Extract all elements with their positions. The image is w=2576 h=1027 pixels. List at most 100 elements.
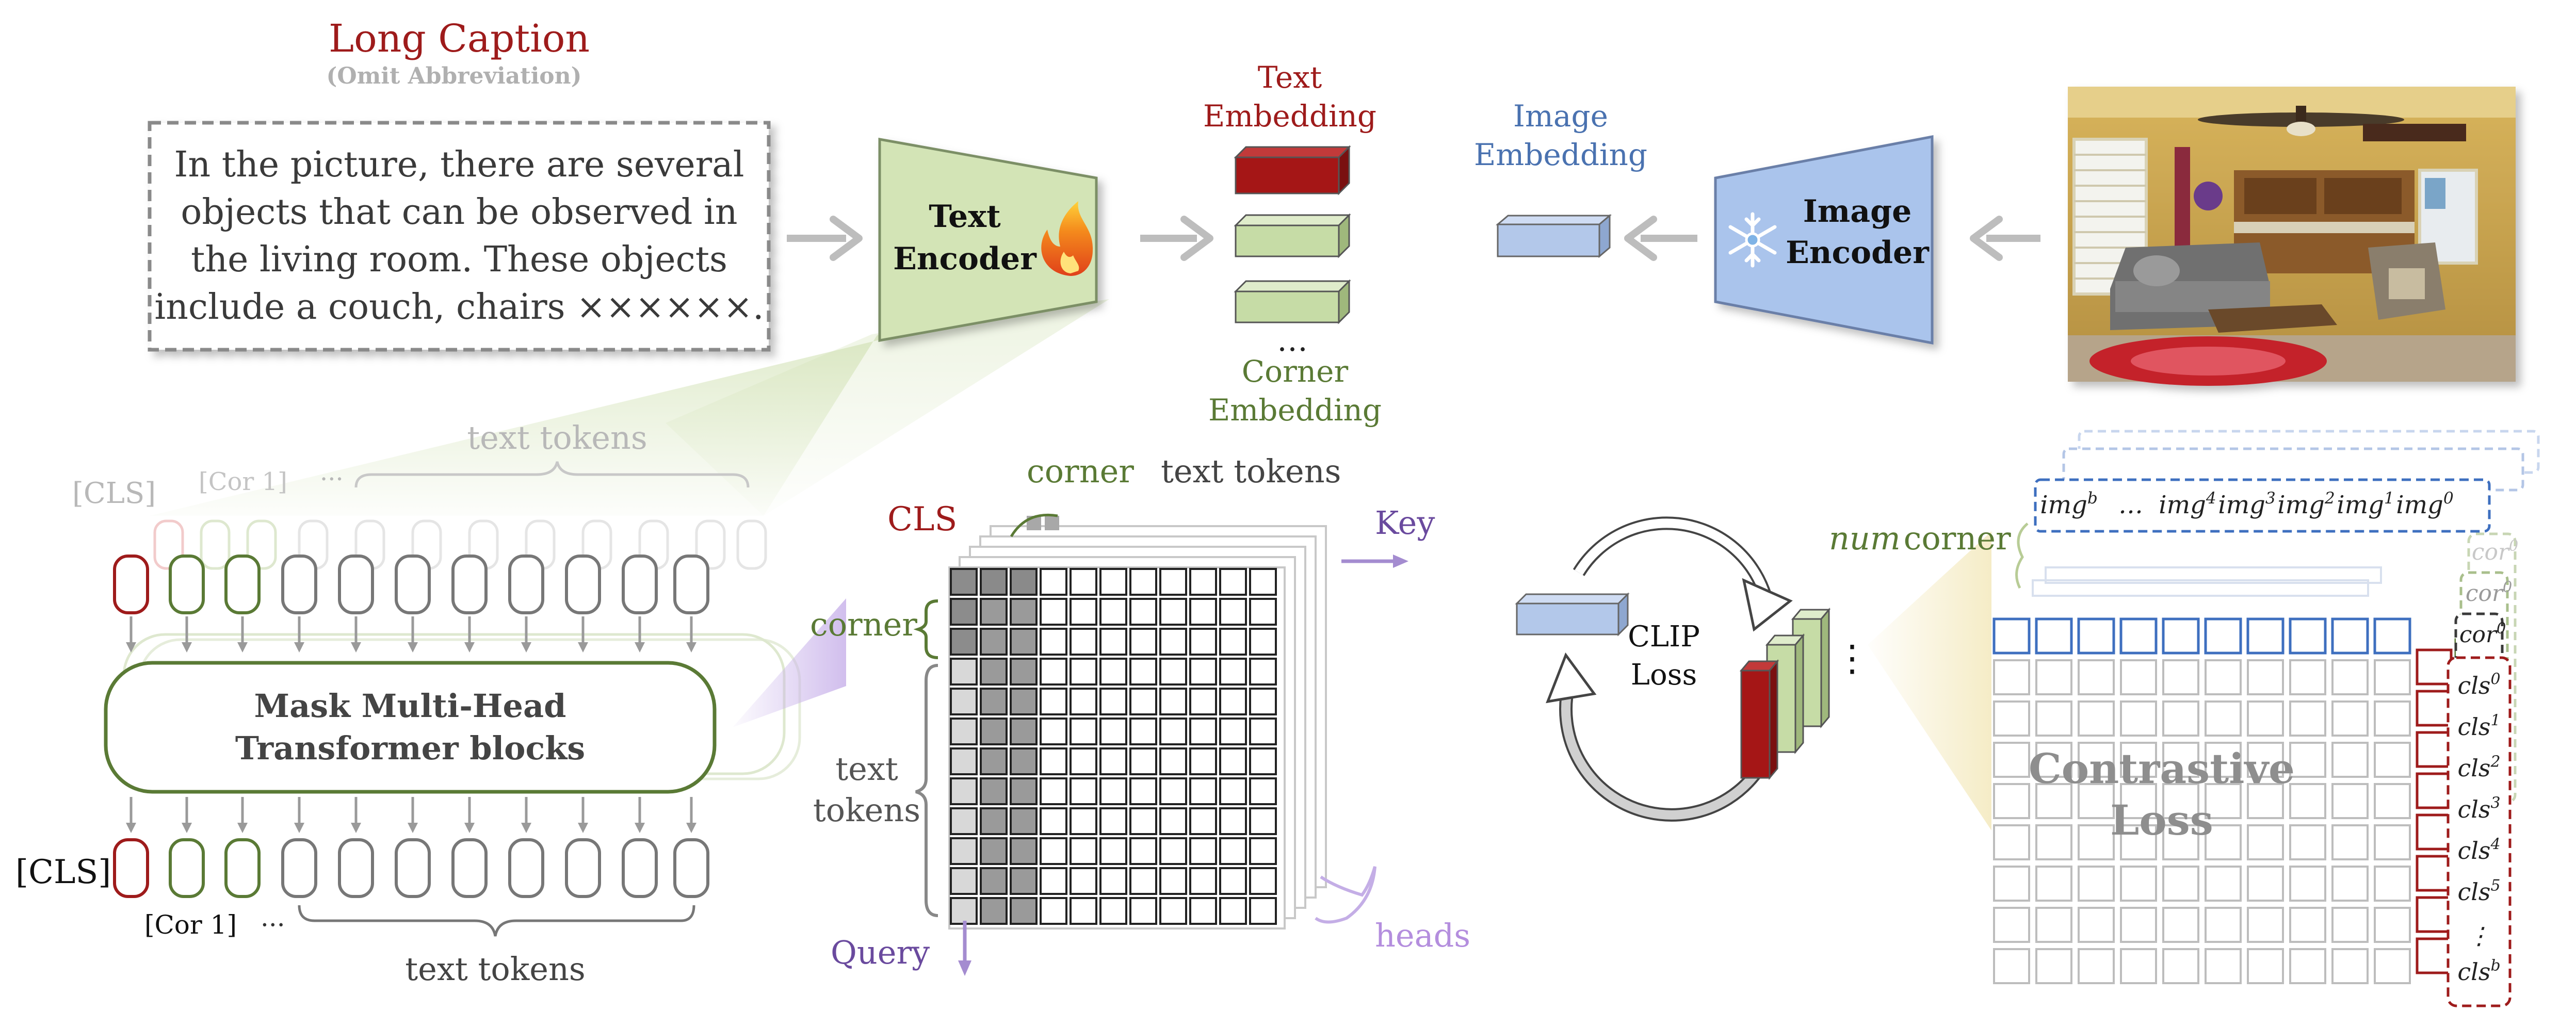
attention-cell bbox=[1159, 777, 1187, 805]
img-label: img3 bbox=[2218, 489, 2275, 519]
attention-cell bbox=[1189, 747, 1217, 775]
similarity-cell bbox=[2205, 824, 2242, 860]
bottom-cor-label: [Cor 1] bbox=[144, 910, 237, 940]
attention-cell bbox=[1040, 867, 1067, 895]
attention-cell bbox=[1010, 568, 1038, 596]
attention-cell bbox=[1099, 807, 1127, 835]
similarity-cell bbox=[2331, 948, 2369, 984]
clip-loss-label-1: CLIP bbox=[1628, 620, 1700, 654]
text-embedding-cell bbox=[2416, 731, 2453, 768]
img-embedding-cell bbox=[1992, 617, 2031, 655]
attention-cell bbox=[1159, 688, 1187, 715]
attention-cls-label: CLS bbox=[887, 500, 957, 539]
similarity-cell bbox=[2120, 907, 2157, 943]
similarity-cell bbox=[1993, 866, 2030, 902]
cor-label: cor0 bbox=[2466, 578, 2512, 607]
attention-cell bbox=[1189, 897, 1217, 925]
attention-cell bbox=[1040, 658, 1067, 686]
img-embedding-cell bbox=[2246, 617, 2285, 655]
cls-label: cls2 bbox=[2457, 753, 2500, 782]
attention-cell bbox=[1010, 897, 1038, 925]
attention-cell bbox=[1040, 897, 1067, 925]
attention-cell bbox=[1010, 747, 1038, 775]
similarity-cell bbox=[2120, 783, 2157, 819]
bottom-dots-label: ··· bbox=[261, 910, 285, 940]
attention-cell bbox=[1129, 867, 1157, 895]
attention-cell bbox=[950, 867, 978, 895]
attention-text-tokens-top-label: text tokens bbox=[1161, 452, 1341, 490]
similarity-cell bbox=[2247, 742, 2284, 778]
stacked-embeddings-dots: ⋮ bbox=[1834, 637, 1870, 679]
cls-label: cls0 bbox=[2457, 671, 2500, 699]
attention-cell bbox=[950, 747, 978, 775]
attention-cell bbox=[980, 628, 1008, 656]
attention-cell bbox=[950, 837, 978, 865]
top-cor-label: [Cor 1] bbox=[199, 467, 287, 496]
similarity-cell bbox=[2162, 866, 2199, 902]
similarity-cell bbox=[1993, 907, 2030, 943]
similarity-cell bbox=[2162, 700, 2199, 737]
transformer-panel: [CLS] [Cor 1] ··· text tokens bbox=[15, 419, 801, 988]
attention-cell bbox=[950, 777, 978, 805]
attention-cell bbox=[950, 718, 978, 745]
attention-cell bbox=[1099, 777, 1127, 805]
cls-label: cls3 bbox=[2457, 794, 2500, 823]
attention-cell bbox=[980, 747, 1008, 775]
attention-cell bbox=[1070, 568, 1097, 596]
long-caption: Long Caption (Omit Abbreviation) In the … bbox=[148, 17, 771, 352]
caption-subtitle: (Omit Abbreviation) bbox=[327, 63, 582, 89]
attention-cell bbox=[1249, 747, 1277, 775]
text-embedding-label-1: Text bbox=[1258, 60, 1322, 95]
attention-cell bbox=[950, 897, 978, 925]
attention-cell bbox=[1129, 747, 1157, 775]
attention-cell bbox=[950, 568, 978, 596]
text-embedding-cell bbox=[2416, 648, 2453, 686]
text-embedding-cell bbox=[2416, 772, 2453, 809]
attention-cell bbox=[1219, 897, 1247, 925]
similarity-cell bbox=[2247, 824, 2284, 860]
attention-cell bbox=[1249, 837, 1277, 865]
img-label: imgb bbox=[2040, 489, 2098, 519]
similarity-cell bbox=[2035, 700, 2072, 737]
similarity-cell bbox=[1993, 783, 2030, 819]
bottom-token-row bbox=[113, 838, 709, 898]
heads-brace bbox=[1315, 866, 1376, 924]
top-token-row bbox=[113, 555, 709, 614]
attention-cell bbox=[1040, 837, 1067, 865]
similarity-cell bbox=[2035, 907, 2072, 943]
caption-title: Long Caption bbox=[329, 17, 590, 61]
image-embedding-label-2: Embedding bbox=[1474, 137, 1647, 172]
similarity-cell bbox=[2331, 659, 2369, 695]
bottom-text-tokens-brace bbox=[298, 905, 695, 937]
caption-line-3: the living room. These objects bbox=[191, 239, 727, 280]
attention-cell bbox=[1159, 807, 1187, 835]
similarity-cell bbox=[2078, 866, 2115, 902]
attention-cell bbox=[1129, 688, 1157, 715]
similarity-cell bbox=[2078, 824, 2115, 860]
attention-cell bbox=[1070, 807, 1097, 835]
bottom-text-tokens-label: text tokens bbox=[405, 950, 585, 988]
attention-cell bbox=[950, 688, 978, 715]
similarity-cell bbox=[2035, 783, 2072, 819]
attention-cell bbox=[1040, 568, 1067, 596]
similarity-cell bbox=[2162, 948, 2199, 984]
attention-cell bbox=[1219, 658, 1247, 686]
contrastive-loss-label-2: Loss bbox=[2110, 796, 2213, 844]
attention-heads-label: heads bbox=[1375, 917, 1470, 954]
cor-label: cor0 bbox=[2459, 619, 2506, 648]
attention-cell bbox=[1219, 837, 1247, 865]
attention-cell bbox=[1189, 598, 1217, 626]
image-encoder: Image Encoder bbox=[1714, 135, 1934, 345]
attention-cell bbox=[980, 718, 1008, 745]
attention-cell bbox=[1070, 867, 1097, 895]
text-embedding-block bbox=[1234, 145, 1351, 195]
attention-cell bbox=[1070, 688, 1097, 715]
attention-cell bbox=[1129, 658, 1157, 686]
attention-cell bbox=[950, 658, 978, 686]
attention-cell bbox=[1099, 718, 1127, 745]
similarity-cell bbox=[2374, 948, 2411, 984]
attention-zoom-cone bbox=[733, 598, 846, 727]
text-embedding-cell bbox=[2416, 896, 2453, 933]
attention-cell bbox=[1189, 568, 1217, 596]
